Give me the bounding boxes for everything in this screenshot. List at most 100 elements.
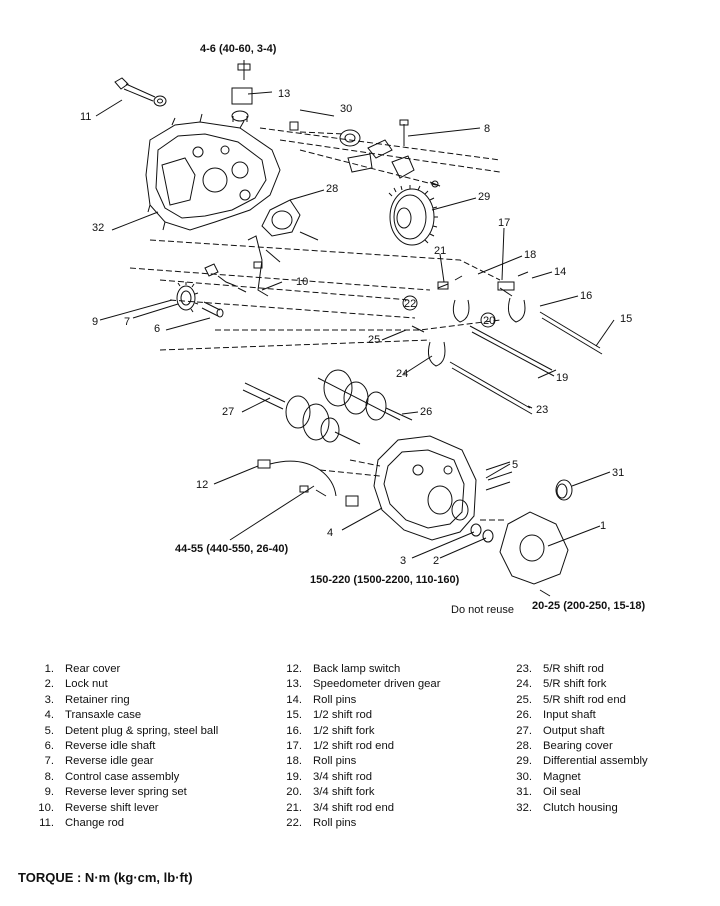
callout-18: 18 — [524, 249, 536, 261]
torque-back-lamp: 44-55 (440-550, 26-40) — [175, 543, 288, 555]
callout-32: 32 — [92, 222, 104, 234]
callout-17: 17 — [498, 217, 510, 229]
legend-item: 32.Clutch housing — [510, 801, 648, 816]
legend-item-label: 1/2 shift fork — [313, 724, 375, 737]
callout-23: 23 — [536, 404, 548, 416]
do-not-reuse-note: Do not reuse — [451, 604, 514, 616]
legend-item-number: 18. — [286, 755, 302, 768]
legend-item: 27.Output shaft — [510, 724, 648, 739]
callout-28: 28 — [326, 183, 338, 195]
legend-item-number: 16. — [286, 724, 302, 737]
legend-item-label: Clutch housing — [543, 801, 618, 814]
callout-1: 1 — [600, 520, 606, 532]
legend-item: 10.Reverse shift lever — [32, 801, 218, 816]
legend-item-label: Oil seal — [543, 786, 581, 799]
legend-item-label: Back lamp switch — [313, 663, 401, 675]
callout-25: 25 — [368, 334, 380, 346]
oil-seal-drawing — [555, 479, 573, 501]
legend-item-number: 29. — [516, 755, 532, 768]
legend-item-number: 24. — [516, 678, 532, 691]
legend-item-number: 30. — [516, 770, 532, 783]
callout-19: 19 — [556, 372, 568, 384]
callout-12: 12 — [196, 479, 208, 491]
callout-16: 16 — [580, 290, 592, 302]
legend-item: 1. Rear cover — [32, 662, 218, 677]
legend-item-number: 12. — [286, 663, 302, 675]
legend-item: 23.5/R shift rod — [510, 662, 648, 677]
legend-item: 9.Reverse lever spring set — [32, 785, 218, 800]
legend-item-number: 5. — [44, 724, 54, 737]
legend-item: 20.3/4 shift fork — [280, 785, 440, 800]
legend-item-number: 14. — [286, 693, 302, 706]
torque-speedo: 4-6 (40-60, 3-4) — [200, 43, 277, 55]
legend-item-label: Transaxle case — [65, 709, 142, 722]
legend-item-label: 5/R shift rod end — [543, 693, 626, 706]
legend-item-number: 27. — [516, 724, 532, 737]
legend-item-number: 31. — [516, 786, 532, 799]
legend-item-number: 8. — [44, 770, 54, 783]
legend-item-label: Retainer ring — [65, 693, 130, 706]
legend-item: 28.Bearing cover — [510, 739, 648, 754]
legend-item: 3.Retainer ring — [32, 693, 218, 708]
legend-item-label: Change rod — [65, 816, 125, 829]
legend-item: 2.Lock nut — [32, 677, 218, 692]
legend-item: 16. 1/2 shift fork — [280, 724, 440, 739]
lock-nut-drawing — [482, 529, 494, 543]
callout-15: 15 — [620, 313, 632, 325]
legend-item-label: Magnet — [543, 770, 581, 783]
legend-item: 30. Magnet — [510, 770, 648, 785]
legend-item-label: Bearing cover — [543, 739, 613, 752]
legend-item-number: 13. — [286, 678, 302, 691]
callout-5: 5 — [512, 459, 518, 471]
legend-item: 5.Detent plug & spring, steel ball — [32, 724, 219, 739]
legend-column-2: 12. Back lamp switch 13. Speedometer driven… — [280, 662, 440, 831]
legend-item-number: 7. — [44, 755, 54, 768]
legend-item: 25.5/R shift rod end — [510, 693, 648, 708]
legend-item-label: Rear cover — [65, 663, 121, 675]
callout-11: 11 — [80, 111, 91, 123]
legend-item: 6. Reverse idle shaft — [32, 739, 218, 754]
callout-27: 27 — [222, 406, 234, 418]
callout-3: 3 — [400, 555, 406, 567]
legend-item-number: 6. — [44, 739, 54, 752]
callout-6: 6 — [154, 323, 160, 335]
reverse-lever-drawing — [204, 235, 281, 297]
legend-item-label: Reverse idle shaft — [65, 739, 156, 752]
shift-forks-drawing — [402, 271, 603, 415]
legend-item: 11.Change rod — [32, 816, 218, 831]
callout-14: 14 — [554, 266, 566, 278]
legend-item-number: 21. — [286, 801, 302, 814]
legend-item: 4.Transaxle case — [32, 708, 218, 723]
callout-8: 8 — [484, 123, 490, 135]
legend-item-number: 10. — [38, 801, 54, 814]
legend-item: 7. Reverse idle gear — [32, 754, 218, 769]
control-case-drawing — [339, 119, 441, 188]
callout-10: 10 — [296, 276, 308, 288]
legend-item-number: 1. — [44, 663, 54, 675]
legend-item: 14. Roll pins — [280, 693, 440, 708]
callout-29: 29 — [478, 191, 490, 203]
callout-2: 2 — [433, 555, 439, 567]
legend-item-label: Lock nut — [65, 678, 108, 691]
exploded-view-diagram: 1 2 3 4 5 6 7 8 9 10 11 12 13 14 15 16 1… — [80, 43, 645, 616]
torque-units-label: TORQUE : N·m (kg·cm, lb·ft) — [18, 870, 193, 885]
legend-item-label: Control case assembly — [65, 770, 180, 783]
legend-item: 13. Speedometer driven gear — [280, 677, 440, 692]
callout-9: 9 — [92, 316, 98, 328]
legend-item-label: Speedometer driven gear — [313, 678, 441, 691]
back-lamp-switch-drawing — [257, 459, 359, 507]
callout-30: 30 — [340, 103, 352, 115]
retainer-ring-drawing — [470, 523, 482, 537]
torque-labels: 4-6 (40-60, 3-4) 44-55 (440-550, 26-40) … — [175, 43, 645, 616]
legend-item: 12. Back lamp switch — [280, 662, 440, 677]
legend-item-label: Reverse idle gear — [65, 755, 154, 768]
legend-item-label: 3/4 shift fork — [313, 786, 375, 799]
legend-item: 8. Control case assembly — [32, 770, 218, 785]
legend-item-label: Roll pins — [313, 693, 357, 706]
legend-item-label: 5/R shift rod — [543, 663, 604, 675]
transaxle-case-drawing — [373, 435, 513, 541]
bearing-cover-drawing — [261, 199, 319, 241]
assembly-guide-lines — [129, 127, 505, 521]
torque-case-bolts: 150-220 (1500-2200, 110-160) — [310, 574, 460, 586]
